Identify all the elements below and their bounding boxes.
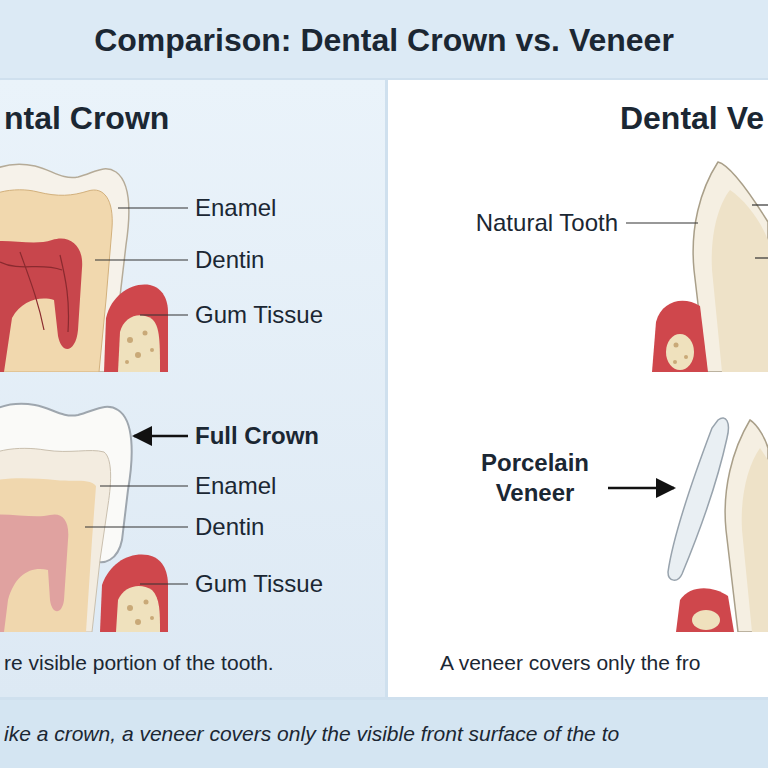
- pulp: [0, 514, 68, 632]
- caption-text: ike a crown, a veneer covers only the vi…: [4, 721, 619, 747]
- panel-heading: Dental Ve: [620, 98, 764, 138]
- gum: [652, 301, 708, 372]
- tooth-outline: [693, 162, 768, 372]
- bone: [116, 586, 160, 632]
- veneer-shell: [668, 418, 728, 580]
- part-label: Dentin: [195, 245, 264, 275]
- gum: [100, 554, 168, 632]
- enamel-layer: [0, 448, 111, 632]
- panel-caption: A veneer covers only the fro: [440, 650, 700, 676]
- part-label: Dentin: [195, 512, 264, 542]
- title-text: Comparison: Dental Crown vs. Veneer: [94, 20, 674, 60]
- bone-pores: [673, 343, 688, 365]
- part-label: Gum Tissue: [195, 569, 323, 599]
- bone: [666, 334, 694, 370]
- panel-box: Dental Ve A veneer covers only the fro: [388, 80, 768, 697]
- gum: [104, 285, 168, 372]
- gum: [676, 588, 734, 632]
- part-label: Gum Tissue: [195, 300, 323, 330]
- part-label: Enamel: [195, 471, 276, 501]
- bone-pores: [125, 331, 154, 365]
- pulp: [0, 238, 82, 372]
- pointer-arrow: [134, 435, 188, 438]
- leader-lines: [85, 205, 768, 584]
- panel-box: ntal Crown re visible portion of the toot…: [0, 80, 385, 697]
- title-band: [0, 0, 768, 78]
- bone: [692, 610, 720, 630]
- dentin-layer: [0, 478, 96, 632]
- dentin-layer: [712, 190, 768, 372]
- bone: [118, 315, 160, 372]
- part-label: Natural Tooth: [476, 208, 618, 238]
- panel-ground: [388, 80, 768, 697]
- natural-molar: [0, 164, 168, 372]
- bone-pores: [127, 600, 154, 626]
- dentin-layer: [742, 448, 768, 632]
- natural-incisor: [652, 162, 768, 372]
- part-label: Porcelain Veneer: [470, 448, 600, 508]
- part-label: Enamel: [195, 193, 276, 223]
- veneered-incisor: [668, 418, 768, 632]
- tooth-outline: [725, 420, 768, 632]
- panel-heading: ntal Crown: [4, 98, 169, 138]
- nerve-lines: [0, 252, 69, 332]
- panel-caption: re visible portion of the tooth.: [4, 650, 274, 676]
- dentin-layer: [0, 190, 112, 372]
- caption-band: [0, 700, 768, 768]
- crowned-molar: [0, 404, 168, 632]
- pointer-arrow: [608, 487, 674, 490]
- part-label: Full Crown: [195, 421, 319, 451]
